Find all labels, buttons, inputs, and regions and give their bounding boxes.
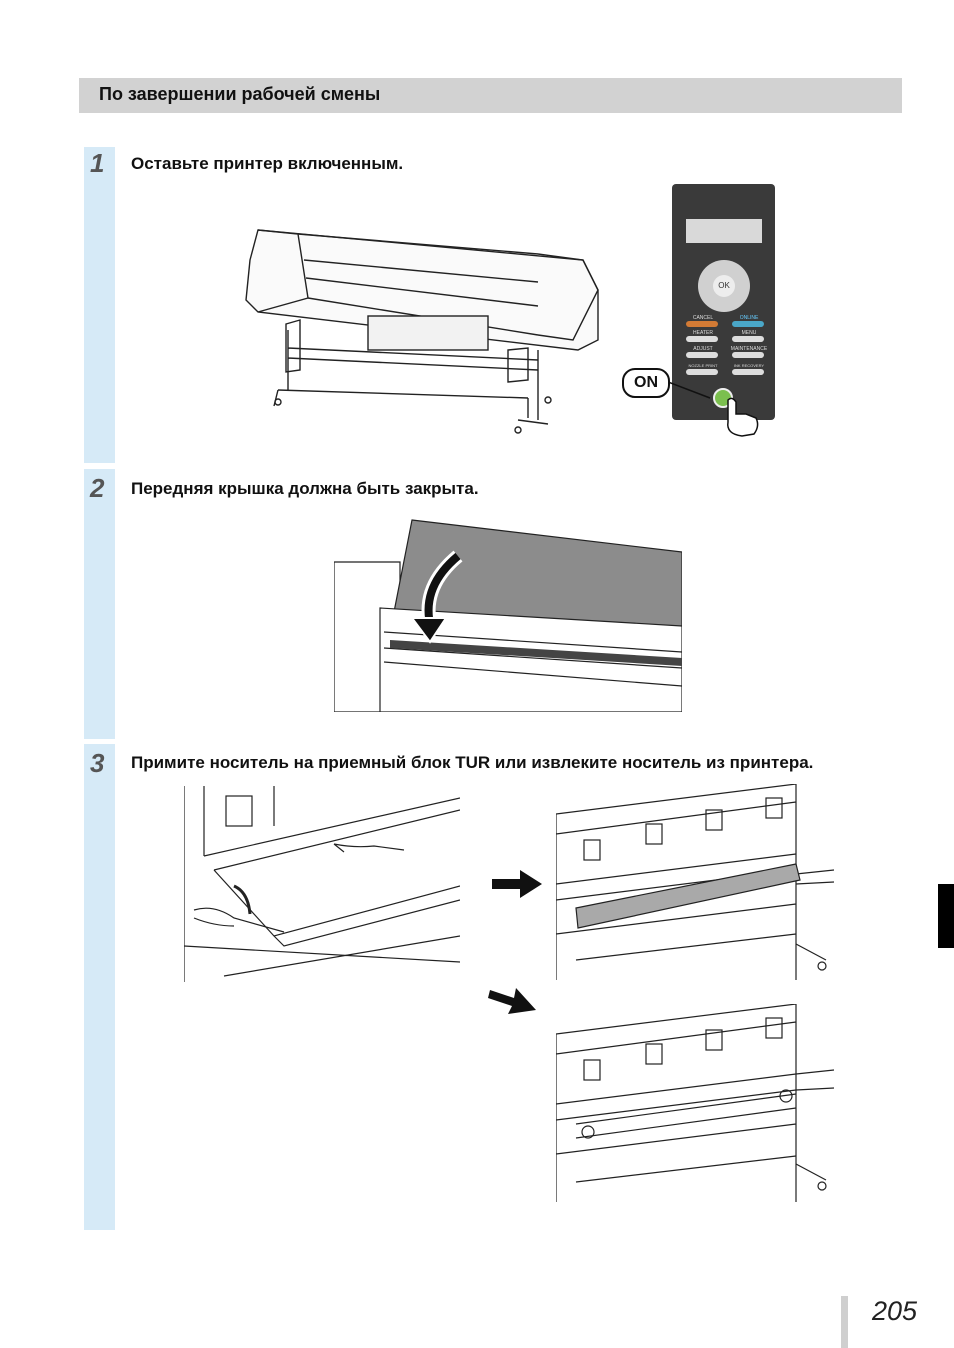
step-2-number: 2 — [90, 473, 105, 503]
ok-button[interactable]: OK — [713, 275, 735, 297]
cancel-button[interactable] — [686, 321, 718, 327]
step-1-number: 1 — [90, 148, 105, 178]
operation-panel: OK CANCEL ONLINE HEATER MENU ADJUST MAIN… — [672, 184, 775, 420]
panel-display — [686, 219, 762, 243]
step-2-strip — [84, 469, 115, 739]
page-number: 205 — [872, 1296, 918, 1326]
section-header: По завершении рабочей смены — [79, 78, 902, 113]
maintenance-button[interactable] — [732, 352, 764, 358]
step-1-strip — [84, 147, 115, 463]
take-up-roll-illustration — [556, 784, 834, 980]
callout-line — [668, 381, 711, 399]
step-3-strip — [84, 744, 115, 1230]
finger-icon — [727, 397, 759, 437]
cancel-label: CANCEL — [692, 315, 714, 321]
step-3-number: 3 — [90, 748, 105, 778]
step-2-text: Передняя крышка должна быть закрыта. — [131, 479, 479, 498]
heater-button[interactable] — [686, 336, 718, 342]
menu-label: MENU — [741, 330, 757, 336]
online-button[interactable] — [732, 321, 764, 327]
step-1-text: Оставьте принтер включенным. — [131, 154, 404, 173]
maintenance-label: MAINTENANCE — [730, 346, 768, 352]
diagonal-arrow-icon — [488, 988, 536, 1014]
nozzle-print-label: NOZZLE PRINT — [688, 363, 718, 368]
heater-label: HEATER — [693, 330, 713, 336]
front-cover-illustration — [334, 519, 682, 712]
chapter-tab — [938, 884, 954, 948]
adjust-label: ADJUST — [693, 346, 713, 352]
step-3-text: Примите носитель на приемный блок TUR ил… — [131, 753, 814, 772]
right-arrow-icon — [492, 870, 542, 898]
section-title: По завершении рабочей смены — [99, 84, 381, 104]
ink-recovery-label: INK RECOVERY — [733, 363, 765, 368]
menu-button[interactable] — [732, 336, 764, 342]
online-label: ONLINE — [739, 315, 759, 321]
adjust-button[interactable] — [686, 352, 718, 358]
on-callout: ON — [622, 368, 670, 398]
media-removed-illustration — [556, 1004, 834, 1202]
printer-illustration — [245, 229, 599, 434]
ink-recovery-button[interactable] — [732, 369, 764, 375]
remove-media-illustration — [184, 786, 460, 982]
nozzle-print-button[interactable] — [686, 369, 718, 375]
page-number-rule — [841, 1296, 848, 1348]
